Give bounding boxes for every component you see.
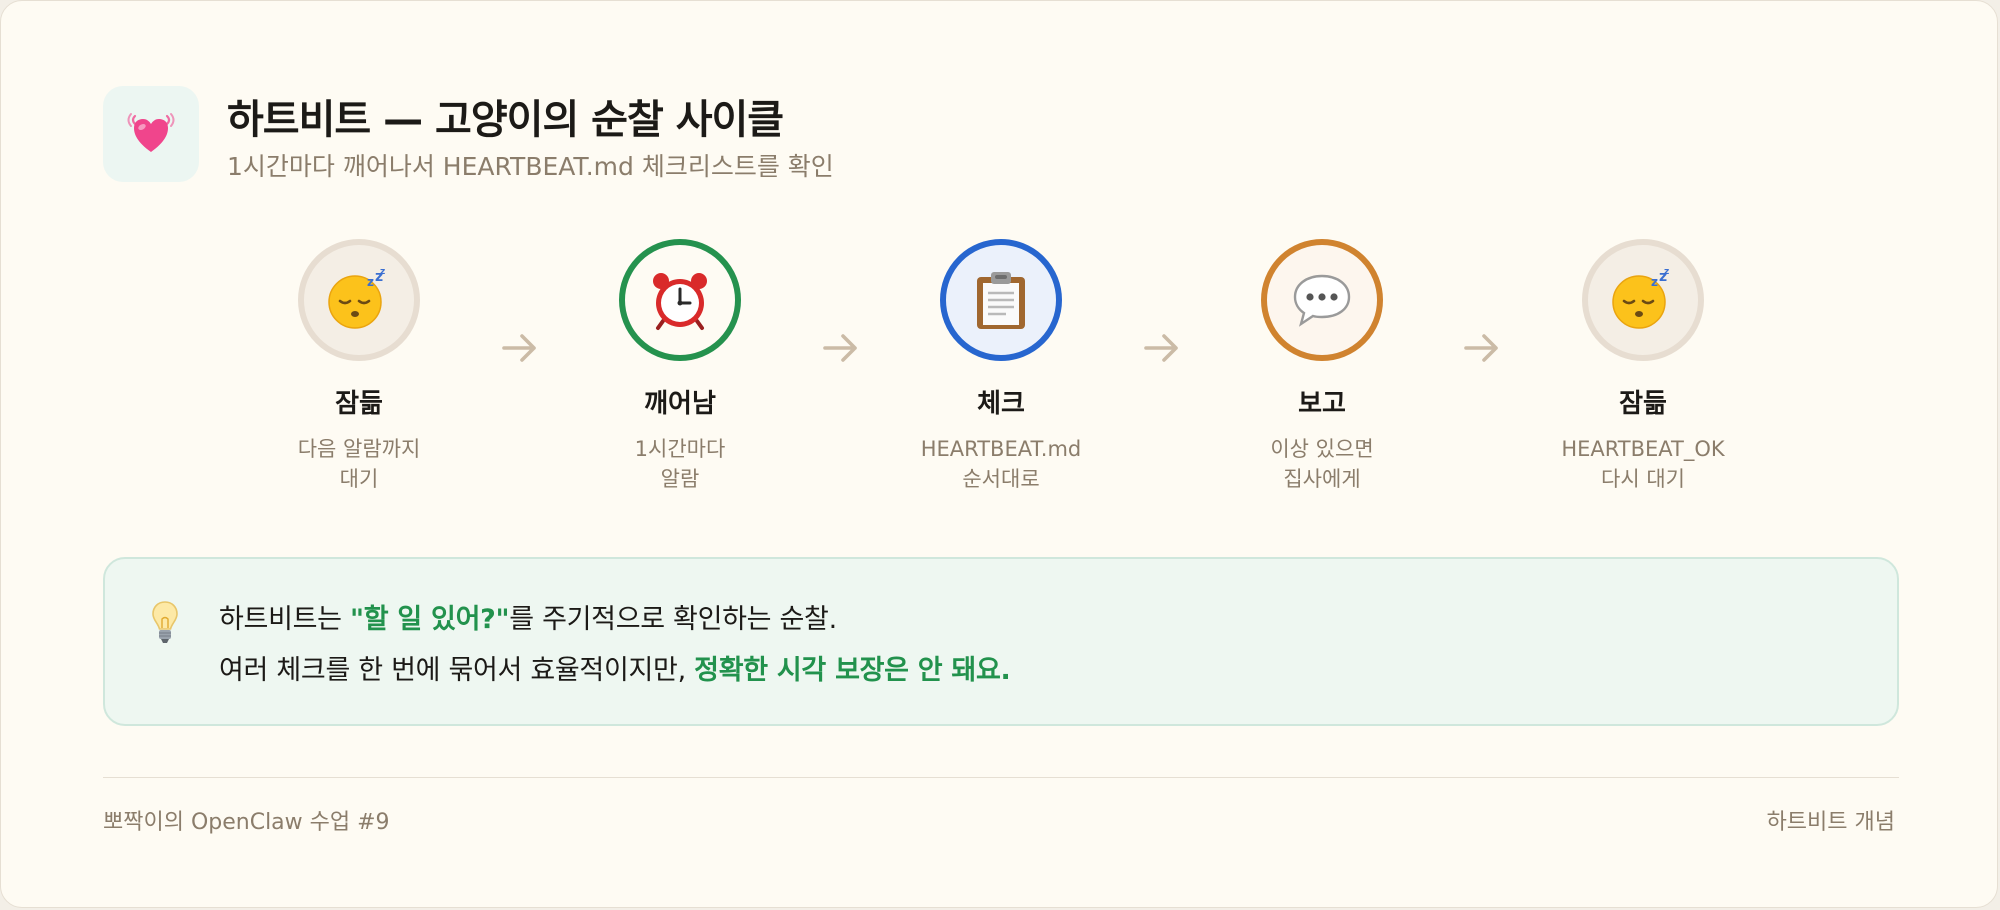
step-sleep: z z z 잠듦 다음 알람까지 대기 xyxy=(229,239,489,494)
callout-text: 여러 체크를 한 번에 묶어서 효율적이지만, xyxy=(219,655,695,686)
step-desc-line2: 대기 xyxy=(339,467,379,491)
step-description: 다음 알람까지 대기 xyxy=(229,434,489,494)
step-sleep-again: z z z 잠듦 HEARTBEAT_OK 다시 대기 xyxy=(1513,239,1773,494)
step-circle xyxy=(619,239,741,361)
step-desc-line1: 다음 알람까지 xyxy=(297,437,421,461)
svg-text:z: z xyxy=(375,269,383,285)
footer-divider xyxy=(103,777,1899,778)
step-desc-line1: 1시간마다 xyxy=(634,437,726,461)
step-circle xyxy=(940,239,1062,361)
sleeping-face-icon: z z z xyxy=(328,268,385,329)
callout-text: 를 주기적으로 확인하는 순찰. xyxy=(509,604,837,635)
step-desc-line2: 다시 대기 xyxy=(1601,467,1685,491)
step-label: 체크 xyxy=(977,389,1025,419)
step-label: 보고 xyxy=(1298,389,1346,419)
step-check: 체크 HEARTBEAT.md 순서대로 xyxy=(871,239,1131,494)
arrow-icon xyxy=(1464,334,1498,362)
step-desc-line1: HEARTBEAT.md xyxy=(920,437,1082,461)
callout-text: 하트비트는 xyxy=(219,604,350,635)
svg-text:z: z xyxy=(1664,268,1669,277)
clipboard-icon xyxy=(977,272,1025,329)
footer-topic-label: 하트비트 개념 xyxy=(1766,810,1895,835)
step-desc-line1: HEARTBEAT_OK xyxy=(1561,437,1725,461)
step-description: 이상 있으면 집사에게 xyxy=(1192,434,1452,494)
step-desc-line2: 순서대로 xyxy=(962,467,1040,491)
svg-text:z: z xyxy=(1659,269,1667,285)
arrow-icon xyxy=(1144,334,1178,362)
page-title: 하트비트 — 고양이의 순찰 사이클 xyxy=(227,97,784,143)
step-desc-line1: 이상 있으면 xyxy=(1270,437,1374,461)
sleeping-face-icon: z z z xyxy=(1612,268,1669,329)
speech-bubble-icon xyxy=(1293,274,1351,327)
step-label: 잠듦 xyxy=(335,389,383,419)
step-desc-line2: 집사에게 xyxy=(1283,467,1361,491)
heart-icon xyxy=(127,113,175,152)
step-description: HEARTBEAT_OK 다시 대기 xyxy=(1513,434,1773,494)
step-desc-line2: 알람 xyxy=(660,467,700,491)
step-description: HEARTBEAT.md 순서대로 xyxy=(871,434,1131,494)
page-subtitle: 1시간마다 깨어나서 HEARTBEAT.md 체크리스트를 확인 xyxy=(227,152,834,181)
info-callout: 하트비트는 "할 일 있어?"를 주기적으로 확인하는 순찰. 여러 체크를 한… xyxy=(103,557,1899,726)
step-circle: z z z xyxy=(1582,239,1704,361)
callout-highlight: 정확한 시각 보장은 안 돼요. xyxy=(694,655,1011,686)
step-description: 1시간마다 알람 xyxy=(550,434,810,494)
step-label: 깨어남 xyxy=(644,389,716,419)
alarm-clock-icon xyxy=(653,273,707,330)
svg-text:z: z xyxy=(1651,275,1658,289)
callout-highlight: "할 일 있어?" xyxy=(349,604,510,635)
callout-line-1: 하트비트는 "할 일 있어?"를 주기적으로 확인하는 순찰. xyxy=(219,597,837,636)
svg-text:z: z xyxy=(367,275,374,289)
header-icon-box xyxy=(103,86,199,182)
step-report: 보고 이상 있으면 집사에게 xyxy=(1192,239,1452,494)
step-label: 잠듦 xyxy=(1619,389,1667,419)
callout-line-2: 여러 체크를 한 번에 묶어서 효율적이지만, 정확한 시각 보장은 안 돼요. xyxy=(219,648,1011,687)
footer-series-label: 뽀짝이의 OpenClaw 수업 #9 xyxy=(103,810,390,835)
step-wake: 깨어남 1시간마다 알람 xyxy=(550,239,810,494)
light-bulb-icon xyxy=(152,601,178,643)
step-circle xyxy=(1261,239,1383,361)
step-circle: z z z xyxy=(298,239,420,361)
arrow-icon xyxy=(823,334,857,362)
svg-text:z: z xyxy=(380,268,385,277)
arrow-icon xyxy=(502,334,536,362)
